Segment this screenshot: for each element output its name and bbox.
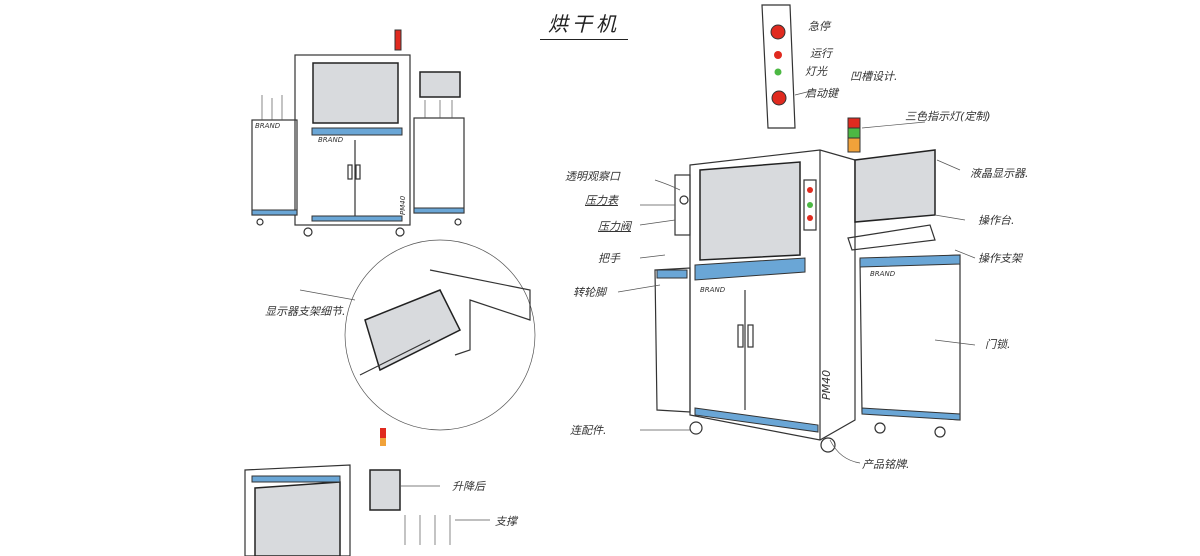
panel-label-run: 运行 [810, 47, 832, 60]
annotation-console: 操作台. [978, 214, 1015, 227]
page-title: 烘干机 [540, 8, 628, 40]
panel-label-light: 灯光 [805, 65, 827, 78]
annotation-groove: 凹槽设计. [850, 70, 898, 83]
main-machine-sketch: BRAND BRAND PM40 [617, 89, 976, 464]
annotation-lift: 升降后 [452, 480, 485, 493]
annotation-fitting: 连配件. [570, 424, 607, 437]
brand-mark-front: BRAND [318, 136, 344, 144]
brand-mark-left: BRAND [255, 122, 281, 130]
front-view-sketch: BRAND BRAND PM40 [251, 29, 465, 237]
annotation-lock: 门锁. [985, 338, 1011, 351]
annotation-bracket: 操作支架 [978, 252, 1022, 265]
annotation-support: 支撑 [495, 515, 517, 528]
annotation-nameplate: 产品铭牌. [862, 458, 910, 471]
control-panel-sketch [761, 4, 796, 129]
annotation-gauge: 压力表 [585, 194, 618, 207]
brand-mark-side: BRAND [870, 270, 896, 278]
annotation-tower-light: 三色指示灯(定制) [905, 110, 991, 123]
annotation-monitor: 液晶显示器. [970, 167, 1029, 180]
brand-mark-main: BRAND [700, 286, 726, 294]
model-mark-front: PM40 [399, 195, 407, 215]
panel-label-start: 启动键 [805, 87, 838, 100]
detail-circle-sketch [299, 239, 536, 431]
annotation-detail: 显示器支架细节. [265, 305, 346, 318]
annotation-valve: 压力阀 [598, 220, 631, 233]
annotation-caster: 转轮脚 [573, 286, 606, 299]
bottom-view-sketch [244, 428, 490, 556]
annotation-window: 透明观察口 [565, 170, 620, 183]
model-mark-main: PM40 [820, 370, 833, 400]
annotation-handle: 把手 [598, 252, 620, 265]
panel-label-estop: 急停 [808, 20, 830, 33]
